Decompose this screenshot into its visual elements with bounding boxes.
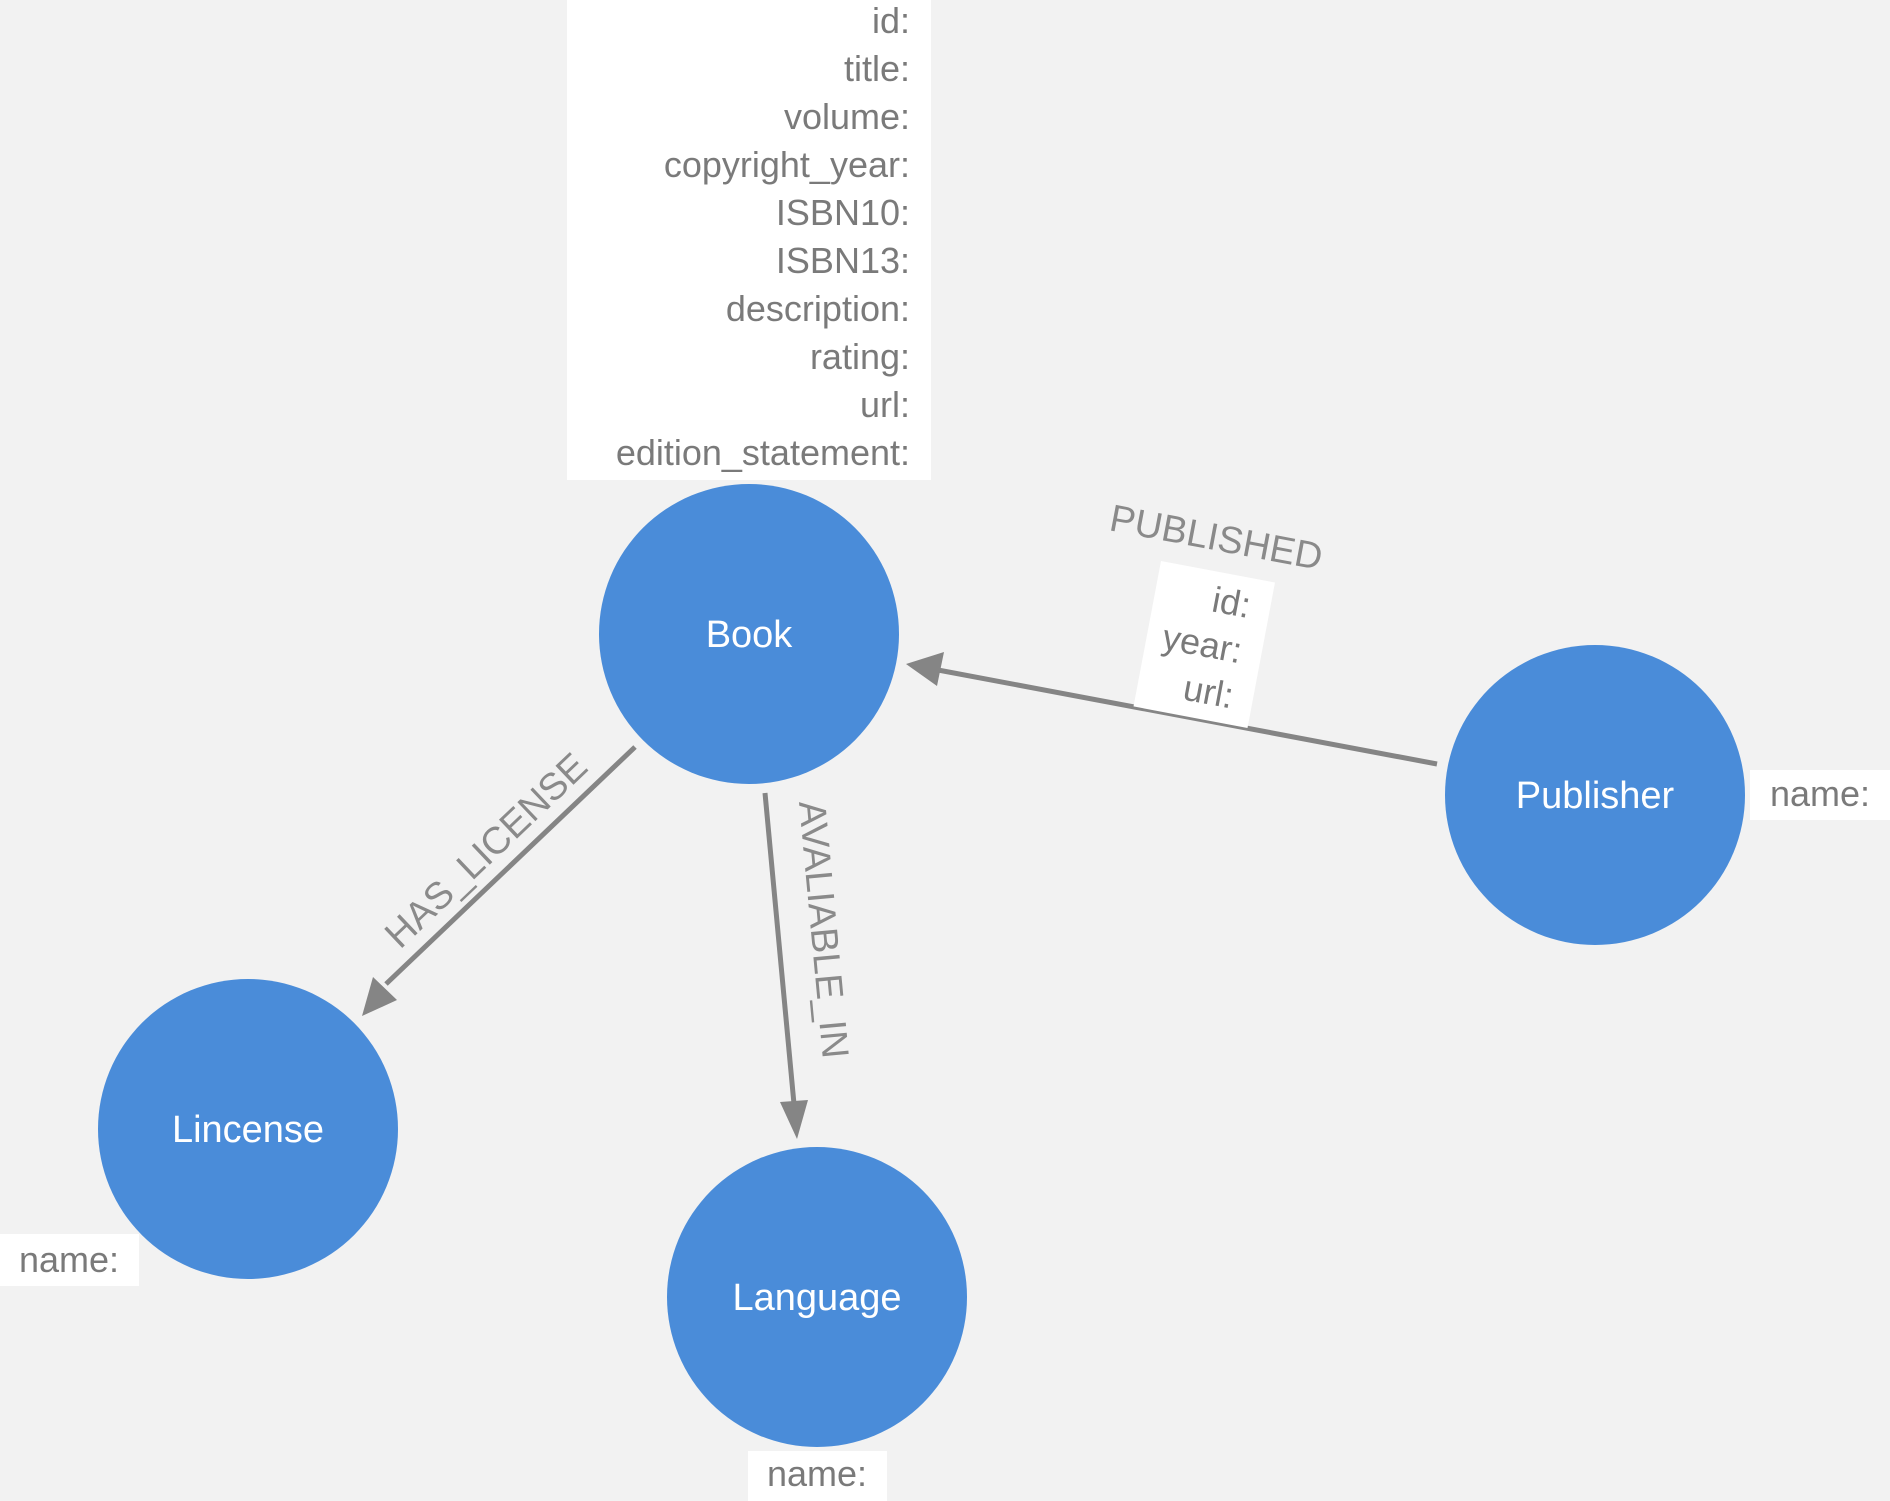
published-label: PUBLISHED xyxy=(1106,498,1325,579)
book-prop: ISBN13: xyxy=(776,240,910,281)
book-node-circle[interactable] xyxy=(599,484,899,784)
published-arrow-head xyxy=(906,652,944,686)
language-properties-panel: name: xyxy=(748,1451,887,1501)
license-node-label: Lincense xyxy=(172,1109,324,1151)
book-prop: ISBN10: xyxy=(776,192,910,233)
node-license[interactable]: Lincense xyxy=(98,979,398,1279)
has-license-label: HAS_LICENSE xyxy=(377,745,596,956)
book-prop: rating: xyxy=(810,336,910,377)
language-node-circle[interactable] xyxy=(667,1147,967,1447)
published-prop: url: xyxy=(1180,667,1237,717)
edge-published[interactable] xyxy=(906,652,1438,767)
language-prop: name: xyxy=(767,1453,867,1494)
book-prop: id: xyxy=(872,0,910,41)
node-language[interactable]: Language xyxy=(667,1147,967,1447)
license-node-circle[interactable] xyxy=(98,979,398,1279)
edge-available-in[interactable] xyxy=(762,792,808,1139)
published-prop: id: xyxy=(1209,579,1254,626)
license-prop: name: xyxy=(19,1239,119,1280)
book-prop: volume: xyxy=(784,96,910,137)
published-edge-line[interactable] xyxy=(937,667,1438,767)
node-book[interactable]: Book xyxy=(599,484,899,784)
license-properties-box xyxy=(0,1234,139,1286)
book-prop: description: xyxy=(726,288,910,329)
edge-has-license[interactable] xyxy=(362,745,637,1016)
published-properties-panel: id: year: url: xyxy=(1133,561,1275,728)
available-in-arrow-head xyxy=(780,1100,808,1139)
book-prop: copyright_year: xyxy=(664,144,910,185)
publisher-properties-box xyxy=(1750,770,1890,820)
publisher-node-circle[interactable] xyxy=(1445,645,1745,945)
language-node-label: Language xyxy=(732,1277,901,1319)
node-publisher[interactable]: Publisher xyxy=(1445,645,1745,945)
language-properties-box xyxy=(748,1451,887,1501)
book-prop: url: xyxy=(860,384,910,425)
book-properties-box xyxy=(567,0,931,480)
book-prop: edition_statement: xyxy=(616,432,910,473)
book-properties-panel: id: title: volume: copyright_year: ISBN1… xyxy=(567,0,931,480)
has-license-arrow-head xyxy=(362,977,397,1016)
book-prop: title: xyxy=(844,48,910,89)
published-properties-box xyxy=(1133,561,1275,728)
has-license-edge-line[interactable] xyxy=(384,745,637,986)
license-properties-panel: name: xyxy=(0,1234,139,1286)
available-in-label: AVALIABLE_IN xyxy=(790,799,856,1060)
publisher-properties-panel: name: xyxy=(1750,770,1890,820)
publisher-prop: name: xyxy=(1770,773,1870,814)
book-node-label: Book xyxy=(706,614,794,656)
publisher-node-label: Publisher xyxy=(1516,775,1675,817)
available-in-edge-line[interactable] xyxy=(762,792,797,1105)
